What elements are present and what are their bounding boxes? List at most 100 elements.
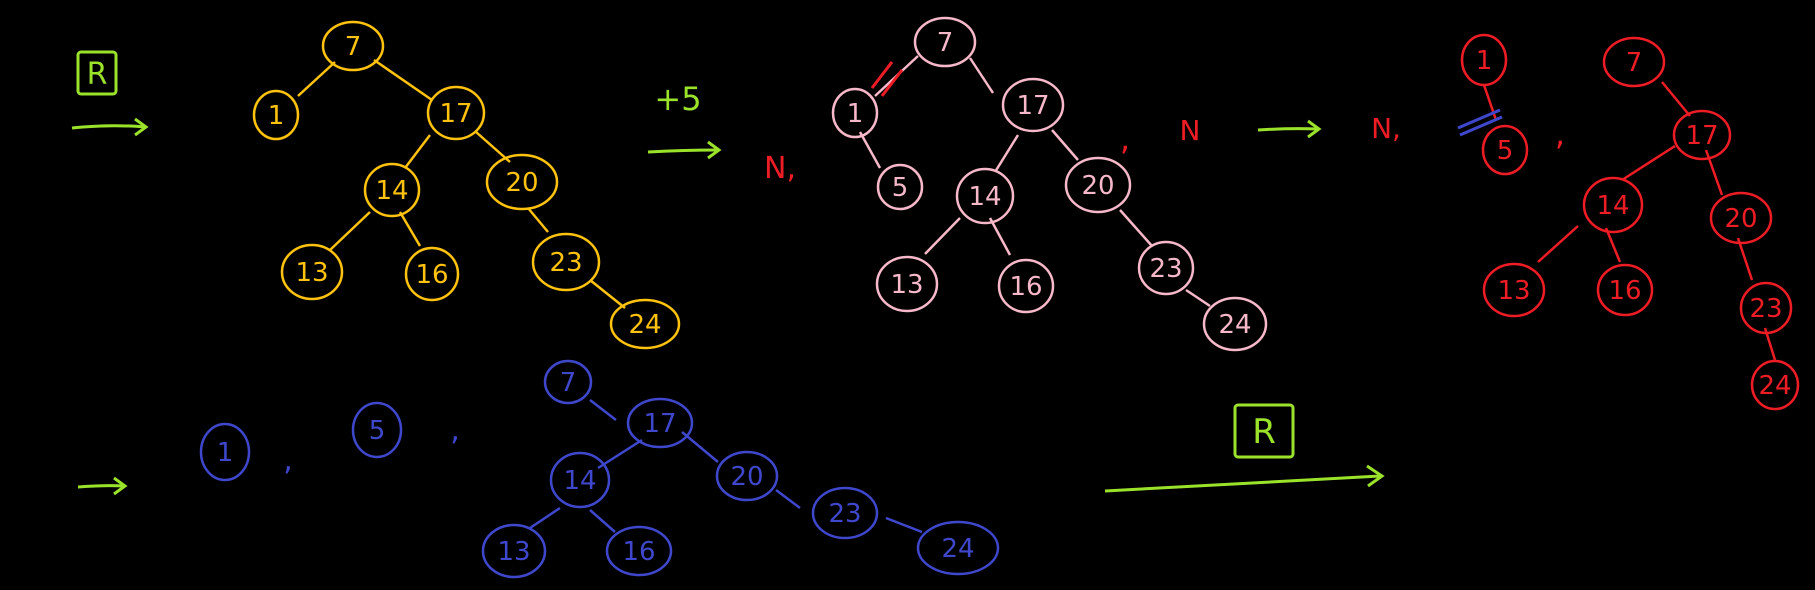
- svg-text:24: 24: [1758, 371, 1791, 401]
- blue-singles-labels: 1 5: [217, 416, 386, 468]
- red-node-16: [1596, 263, 1654, 317]
- green-arrow-2: [647, 140, 722, 160]
- blue-node-13: [481, 523, 547, 579]
- n-label-red: N: [1180, 114, 1201, 147]
- red-node-14: [1582, 176, 1644, 234]
- svg-text:24: 24: [628, 310, 661, 340]
- blue-node-16: [605, 525, 673, 577]
- pink-cut-mark: [870, 61, 904, 97]
- yellow-node-16: [404, 246, 460, 302]
- svg-text:17: 17: [643, 409, 676, 439]
- pink-node-24: [1202, 296, 1268, 352]
- blue-cut-mark: [1457, 108, 1503, 137]
- comma-blue-2: ,: [450, 413, 460, 448]
- svg-text:16: 16: [1608, 276, 1641, 306]
- svg-text:20: 20: [505, 168, 538, 198]
- r-label-box-right: R: [1233, 403, 1295, 459]
- r-label-text: R: [87, 57, 108, 92]
- svg-text:1: 1: [847, 99, 864, 129]
- svg-text:16: 16: [622, 537, 655, 567]
- blue-tree: [481, 359, 1000, 579]
- red-node-13: [1482, 262, 1546, 318]
- svg-text:20: 20: [1081, 171, 1114, 201]
- svg-text:23: 23: [828, 499, 861, 529]
- svg-text:14: 14: [375, 176, 408, 206]
- svg-text:24: 24: [941, 534, 974, 564]
- yellow-node-13: [280, 243, 344, 301]
- svg-text:7: 7: [345, 32, 362, 62]
- svg-text:16: 16: [1009, 272, 1042, 302]
- svg-text:13: 13: [295, 258, 328, 288]
- blue-node-14: [549, 451, 611, 509]
- pink-node-20: [1064, 156, 1132, 214]
- svg-text:24: 24: [1218, 310, 1251, 340]
- pink-tree-labels: 7 1 5 17 14 20 13 16 23 24: [847, 28, 1252, 340]
- green-arrow-4: [77, 476, 128, 496]
- svg-text:5: 5: [892, 173, 909, 203]
- svg-text:5: 5: [369, 416, 386, 446]
- svg-text:14: 14: [968, 182, 1001, 212]
- svg-text:14: 14: [563, 466, 596, 496]
- blue-node-23: [811, 486, 879, 540]
- comma-red-2: ,: [1555, 115, 1565, 153]
- blue-singles: [199, 401, 403, 482]
- n-comma-label-2: N,: [1371, 112, 1401, 145]
- comma-red-1: ,: [1120, 120, 1130, 158]
- pink-node-16: [997, 258, 1055, 314]
- blue-single-node-5: [351, 401, 403, 459]
- plus-five-label: +5: [654, 80, 701, 118]
- svg-text:23: 23: [1149, 254, 1182, 284]
- svg-text:13: 13: [497, 537, 530, 567]
- green-arrow-long: [1104, 464, 1385, 493]
- svg-text:14: 14: [1596, 191, 1629, 221]
- blue-node-7: [543, 359, 593, 405]
- pink-tree: [831, 16, 1268, 352]
- pink-node-17: [1001, 77, 1065, 133]
- svg-text:13: 13: [890, 270, 923, 300]
- blue-single-node-1: [199, 422, 251, 482]
- pink-node-7: [913, 16, 977, 68]
- svg-text:7: 7: [937, 28, 954, 58]
- green-arrow-3: [1257, 119, 1322, 139]
- svg-text:17: 17: [439, 99, 472, 129]
- blue-tree-labels: 7 17 14 20 13 16 23 24: [497, 368, 974, 567]
- yellow-node-17: [426, 85, 486, 141]
- yellow-node-23: [531, 232, 601, 292]
- blue-node-20: [715, 450, 779, 502]
- n-comma-label-1: N,: [764, 151, 796, 186]
- svg-text:23: 23: [1749, 294, 1782, 324]
- red-node-7: [1602, 36, 1666, 88]
- svg-text:16: 16: [415, 260, 448, 290]
- yellow-node-1: [252, 89, 300, 141]
- red-tree-labels: 7 17 14 20 13 16 23 24: [1497, 48, 1791, 401]
- svg-text:1: 1: [217, 438, 234, 468]
- svg-text:17: 17: [1016, 91, 1049, 121]
- pink-node-13: [875, 255, 939, 313]
- pink-node-5: [876, 163, 924, 211]
- red-node-17: [1672, 109, 1732, 161]
- yellow-tree: [252, 20, 681, 350]
- red-node-24: [1750, 359, 1800, 411]
- yellow-tree-labels: 7 1 17 14 20 13 16 23 24: [268, 32, 662, 340]
- yellow-node-14: [363, 162, 421, 218]
- pink-node-1: [831, 87, 879, 139]
- svg-text:17: 17: [1685, 121, 1718, 151]
- svg-text:20: 20: [730, 462, 763, 492]
- red-node-23: [1739, 281, 1793, 335]
- red-pair-labels: 1 5: [1476, 46, 1514, 166]
- red-pair: [1460, 33, 1529, 176]
- red-node-20: [1709, 191, 1773, 245]
- svg-text:7: 7: [1626, 48, 1643, 78]
- red-pair-node-5: [1481, 124, 1529, 176]
- red-pair-node-1: [1460, 33, 1508, 87]
- yellow-node-7: [321, 20, 385, 72]
- comma-blue-1: ,: [283, 443, 293, 478]
- pink-node-23: [1137, 240, 1195, 296]
- blue-node-24: [916, 520, 1000, 576]
- svg-text:7: 7: [560, 368, 577, 398]
- yellow-node-24: [609, 298, 681, 350]
- svg-text:1: 1: [1476, 46, 1493, 76]
- svg-text:13: 13: [1497, 276, 1530, 306]
- red-tree: [1482, 36, 1800, 411]
